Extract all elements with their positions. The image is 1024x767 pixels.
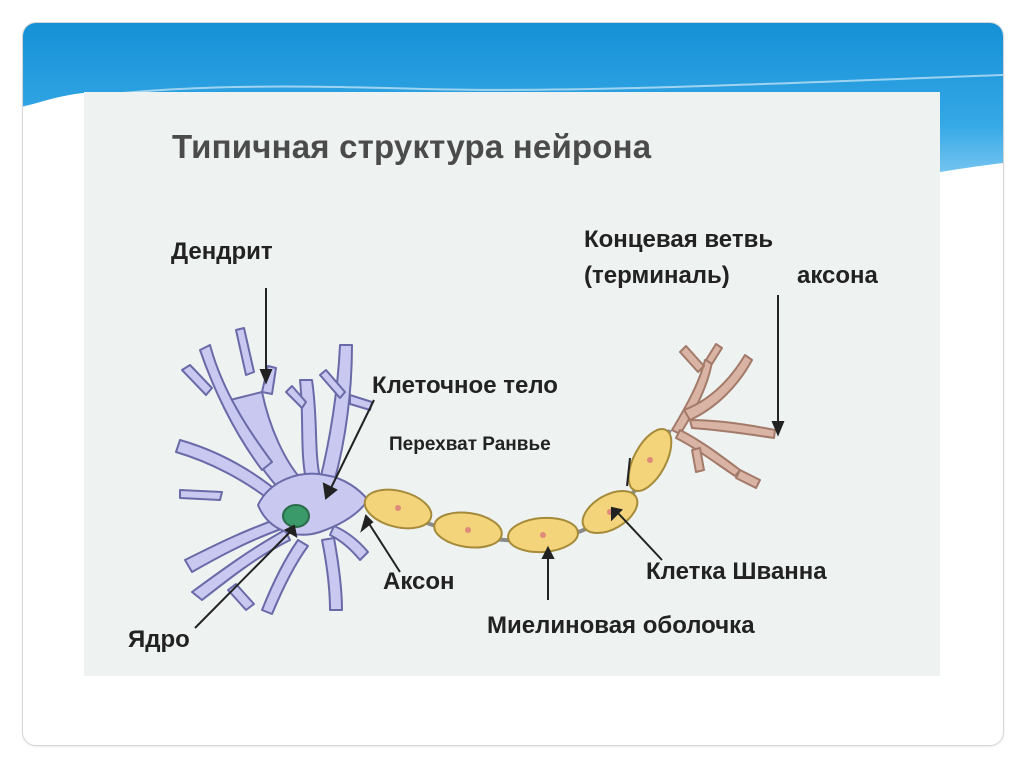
label-node-ranvier: Перехват Ранвье <box>389 434 551 455</box>
dendrite-branches <box>175 327 373 615</box>
axon-terminal-branches <box>671 343 776 489</box>
label-cell-body: Клеточное тело <box>372 372 558 399</box>
header-wave-band <box>23 23 1003 193</box>
label-terminal-line2b: аксона <box>797 262 878 289</box>
label-myelin: Миелиновая оболочка <box>487 612 755 639</box>
schwann-cell-nuclei <box>395 457 653 538</box>
label-schwann-cell: Клетка Шванна <box>646 558 827 585</box>
label-terminal-line1: Концевая ветвь <box>584 226 774 253</box>
label-terminal-line2a: (терминаль) <box>584 262 730 289</box>
nucleus <box>282 504 310 528</box>
page-title: Типичная структура нейрона <box>172 128 652 165</box>
label-nucleus: Ядро <box>128 626 190 653</box>
label-axon: Аксон <box>383 568 455 595</box>
label-dendrite: Дендрит <box>171 238 273 265</box>
label-pointers <box>194 288 785 629</box>
